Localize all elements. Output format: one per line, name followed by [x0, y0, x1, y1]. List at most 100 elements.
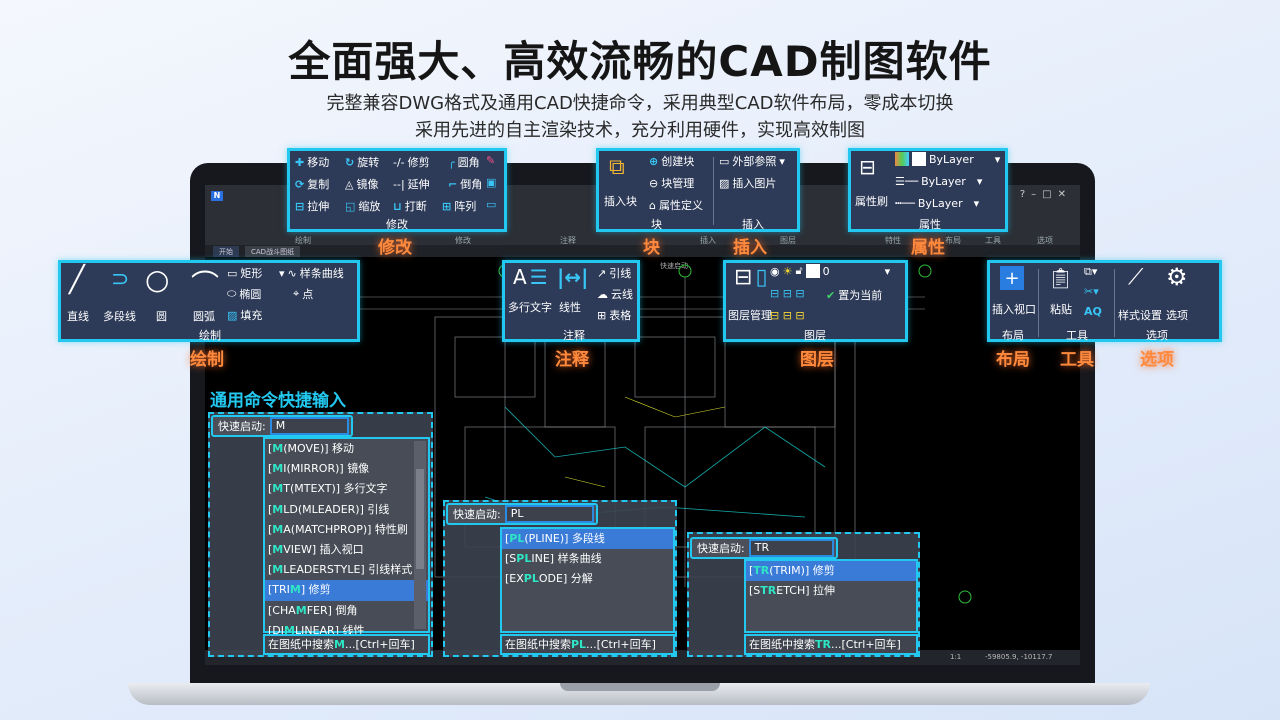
scale-button[interactable]: ◱缩放: [345, 198, 380, 214]
command-suggestion-item[interactable]: [TR(TRIM)] 修剪: [746, 561, 916, 582]
command-text: [: [505, 532, 510, 545]
create-block-button[interactable]: ⊕创建块: [649, 153, 694, 169]
set-current-button[interactable]: ✔置为当前: [826, 287, 882, 303]
ellipse-button[interactable]: ⬭椭圆: [227, 286, 261, 302]
match-property-button[interactable]: 属性刷: [855, 195, 888, 208]
headline-subtitle-2: 采用先进的自主渲染技术，充分利用硬件，实现高效制图: [415, 120, 865, 141]
set-current-label: 置为当前: [838, 289, 883, 302]
break-button[interactable]: ⊔打断: [393, 198, 427, 214]
scrollbar-thumb[interactable]: [416, 469, 424, 569]
command-suggestion-item[interactable]: [SPLINE] 样条曲线: [502, 549, 673, 569]
quick-launch-input[interactable]: M: [269, 417, 349, 435]
fillet-label: 圆角: [457, 156, 480, 169]
sun-icon: ☀: [782, 264, 793, 278]
color-select[interactable]: ByLayer▾: [895, 152, 1000, 166]
command-suggestion-item[interactable]: [PL(PLINE)] 多段线: [502, 529, 673, 550]
point-button[interactable]: ⌖点: [293, 286, 313, 302]
offset-icon[interactable]: ▣: [486, 176, 497, 189]
tab-drawing[interactable]: CAD战斗图纸: [245, 246, 301, 257]
mirror-button[interactable]: ◬镜像: [345, 176, 378, 192]
find-replace-icon[interactable]: AQ: [1084, 305, 1102, 318]
quick-launch-input[interactable]: PL: [504, 505, 594, 523]
block-manager-button[interactable]: ⊖块管理: [649, 175, 694, 191]
linetype-select[interactable]: ┅──ByLayer▾: [895, 197, 979, 210]
line-button[interactable]: 直线: [67, 310, 89, 323]
search-in-drawing-button[interactable]: 在图纸中搜索M...[Ctrl+回车]: [263, 634, 430, 655]
search-in-drawing-button[interactable]: 在图纸中搜索TR...[Ctrl+回车]: [744, 634, 918, 655]
hatch-button[interactable]: ▨填充: [227, 307, 262, 323]
layer-select[interactable]: ◉☀🔓︎0▾: [770, 264, 890, 278]
search-in-drawing-button[interactable]: 在图纸中搜索PL...[Ctrl+回车]: [500, 634, 675, 655]
polyline-button[interactable]: 多段线: [103, 310, 136, 323]
insert-block-icon[interactable]: ⧉: [609, 155, 625, 180]
cut-icon[interactable]: ✂▾: [1084, 285, 1099, 298]
divider: [1038, 269, 1039, 337]
command-suggestion-item[interactable]: [CHAMFER] 倒角: [265, 601, 428, 621]
trim-button[interactable]: -/-修剪: [393, 154, 430, 170]
extend-button[interactable]: --|延伸: [393, 176, 430, 192]
draw-callout: 绘制: [190, 350, 224, 370]
command-suggestion-item[interactable]: [STRETCH] 拉伸: [746, 581, 916, 601]
command-suggestion-item[interactable]: [MLEADERSTYLE] 引线样式: [265, 560, 428, 580]
move-button[interactable]: ✚移动: [295, 154, 329, 170]
rectangle-button[interactable]: ▭矩形: [227, 265, 262, 281]
command-suggestion-item[interactable]: [DIMLINEAR] 线性: [265, 621, 428, 641]
table-button[interactable]: ⊞表格: [597, 307, 631, 323]
break-icon: ⊔: [393, 199, 402, 213]
mtext-button[interactable]: 多行文字: [508, 299, 552, 315]
draw-group-label: 绘制: [199, 329, 221, 342]
quick-launch-input[interactable]: TR: [748, 539, 834, 557]
spline-button[interactable]: ▾∿样条曲线: [279, 265, 344, 281]
lineweight-select[interactable]: ☰──ByLayer▾: [895, 175, 982, 188]
command-suggestion-item[interactable]: [MT(MTEXT)] 多行文字: [265, 479, 428, 499]
command-suggestion-item[interactable]: [MA(MATCHPROP)] 特性刷: [265, 520, 428, 540]
command-suggestion-item[interactable]: [EXPLODE] 分解: [502, 569, 673, 589]
circle-button[interactable]: 圆: [156, 310, 167, 323]
command-suggestion-item[interactable]: [M(MOVE)] 移动: [265, 439, 428, 459]
revcloud-button[interactable]: ☁云线: [597, 286, 633, 302]
table-icon: ⊞: [597, 308, 607, 322]
layer-state-icons[interactable]: ⊟ ⊟ ⊟: [770, 309, 805, 322]
layer-group-label: 图层: [804, 329, 826, 342]
scrollbar[interactable]: [414, 441, 426, 629]
command-suggestion-item[interactable]: [MI(MIRROR)] 镜像: [265, 459, 428, 479]
fillet-button[interactable]: ╭圆角: [448, 154, 480, 170]
chamfer-button[interactable]: ⌐倒角: [448, 176, 482, 192]
command-match-highlight: PL: [523, 572, 539, 586]
layer-manager-button[interactable]: 图层管理: [728, 309, 772, 322]
insert-block-button[interactable]: 插入块: [604, 195, 637, 208]
spline-label: 样条曲线: [299, 267, 344, 280]
quick-launch-label: 快速启动:: [697, 542, 745, 555]
insert-viewport-button[interactable]: 插入视口: [992, 303, 1036, 316]
command-suggestion-item[interactable]: [MLD(MLEADER)] 引线: [265, 500, 428, 520]
style-settings-button[interactable]: 样式设置: [1118, 309, 1162, 322]
leader-button[interactable]: ↗引线: [597, 265, 631, 281]
create-block-icon: ⊕: [649, 154, 659, 168]
command-suggestion-item[interactable]: [MVIEW] 插入视口: [265, 540, 428, 560]
ribbon-group-insert: 插入: [700, 236, 716, 245]
tab-start[interactable]: 开始: [213, 246, 239, 257]
copy-clip-icon[interactable]: ⧉▾: [1084, 265, 1098, 278]
leader-label: 引线: [609, 267, 632, 280]
modify-group-label: 修改: [386, 218, 408, 231]
window-controls[interactable]: ?–□✕: [1019, 189, 1072, 200]
paste-button[interactable]: 粘贴: [1050, 303, 1072, 316]
stretch-label: 拉伸: [307, 200, 330, 213]
attribute-define-button[interactable]: ⌂属性定义: [649, 197, 703, 213]
options-button[interactable]: 选项: [1166, 309, 1188, 322]
folder-icon[interactable]: ▭: [486, 198, 497, 211]
linear-button[interactable]: 线性: [559, 299, 581, 315]
xref-button[interactable]: ▭外部参照▾: [719, 153, 785, 169]
layout-tools-options-panel: + 插入视口 布局 📋︎ 粘贴 ⧉▾ ✂▾ AQ 工具 ⟋ ⚙ 样式设置 选项 …: [987, 260, 1222, 342]
copy-button[interactable]: ⟳复制: [295, 176, 329, 192]
array-button[interactable]: ⊞阵列: [442, 198, 476, 214]
layer-tools-icons[interactable]: ⊟ ⊟ ⊟: [770, 287, 805, 300]
ribbon-group-options: 选项: [1037, 236, 1053, 245]
create-block-label: 创建块: [661, 155, 695, 168]
stretch-button[interactable]: ⊟拉伸: [295, 198, 329, 214]
rotate-button[interactable]: ↻旋转: [345, 154, 379, 170]
insert-image-button[interactable]: ▨插入图片: [719, 175, 776, 191]
arc-button[interactable]: 圆弧: [193, 310, 215, 323]
command-suggestion-item[interactable]: [TRIM] 修剪: [265, 580, 428, 601]
erase-icon[interactable]: ✎: [486, 154, 496, 167]
